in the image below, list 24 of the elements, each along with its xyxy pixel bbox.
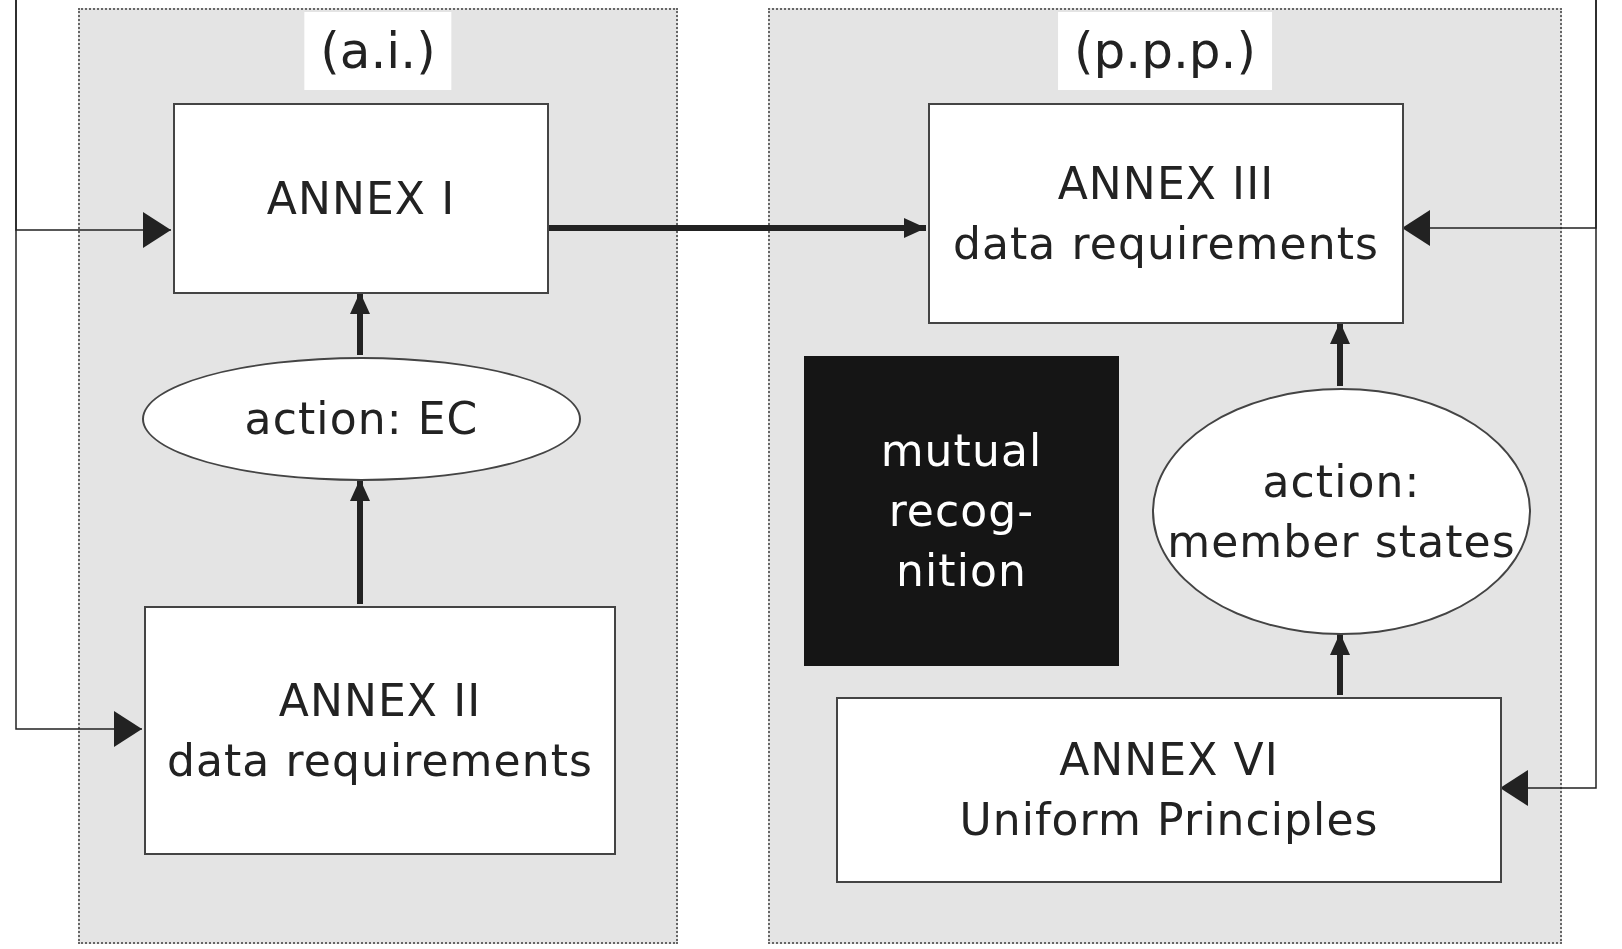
dotted-panel: [78, 8, 678, 944]
arrow: [1330, 322, 1350, 386]
box-text: data requirements: [952, 216, 1380, 271]
dotted-panel: [768, 8, 1562, 944]
panel-heading: (a.i.): [304, 12, 452, 90]
arrow: [15, 0, 143, 747]
box-title: action: member states: [1166, 454, 1517, 569]
box-title: ANNEX II: [278, 673, 482, 728]
dark-box: [804, 356, 1119, 666]
box-title: action: EC: [244, 392, 479, 446]
panel-heading: (p.p.p.): [1058, 12, 1272, 90]
arrow: [350, 292, 370, 355]
arrow: [1330, 633, 1350, 695]
annex-box: [836, 697, 1502, 883]
annex-box: [144, 606, 616, 855]
box-title: ANNEX III: [1057, 156, 1275, 211]
box-title: ANNEX I: [266, 171, 456, 226]
annex-box: [173, 103, 549, 294]
box-title: mutual recog- nition: [879, 424, 1044, 598]
box-title: ANNEX VI: [1059, 733, 1279, 787]
box-text: data requirements: [166, 733, 594, 788]
box-text: Uniform Principles: [959, 793, 1379, 847]
arrow: [350, 479, 370, 604]
annex-box: [928, 103, 1404, 324]
